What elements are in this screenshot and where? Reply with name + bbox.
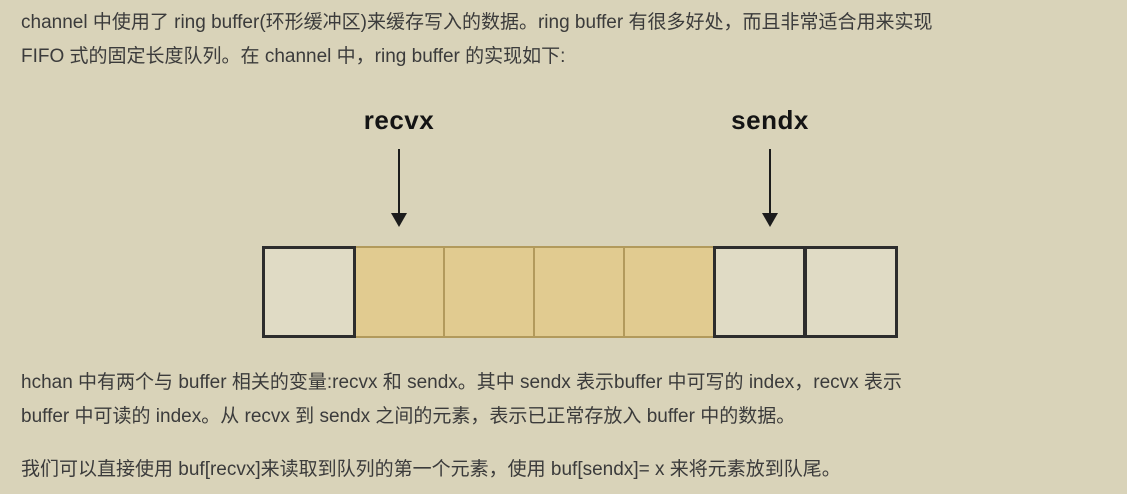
paragraph-intro: channel 中使用了 ring buffer(环形缓冲区)来缓存写入的数据。…	[21, 6, 932, 74]
buffer-cell-3	[533, 246, 625, 338]
text-line: buffer 中可读的 index。从 recvx 到 sendx 之间的元素，…	[21, 406, 796, 427]
paragraph-usage: 我们可以直接使用 buf[recvx]来读取到队列的第一个元素，使用 buf[s…	[21, 453, 841, 487]
buffer-cell-0	[262, 246, 356, 338]
arrow-down-icon	[762, 213, 778, 227]
text-line: hchan 中有两个与 buffer 相关的变量:recvx 和 sendx。其…	[21, 372, 902, 393]
ring-buffer-diagram: recvx sendx	[0, 95, 1127, 345]
arrow-down-icon	[391, 213, 407, 227]
text-line: 我们可以直接使用 buf[recvx]来读取到队列的第一个元素，使用 buf[s…	[21, 459, 841, 480]
recvx-arrow	[339, 149, 459, 227]
sendx-arrow	[710, 149, 830, 227]
arrow-line	[398, 149, 400, 213]
buffer-cell-2	[443, 246, 536, 338]
paragraph-variables: hchan 中有两个与 buffer 相关的变量:recvx 和 sendx。其…	[21, 366, 902, 434]
buffer-cells	[262, 246, 899, 338]
buffer-cell-6	[804, 246, 899, 338]
recvx-pointer: recvx	[339, 105, 459, 227]
buffer-cell-5	[712, 246, 807, 338]
text-line: channel 中使用了 ring buffer(环形缓冲区)来缓存写入的数据。…	[21, 12, 933, 33]
text-line: FIFO 式的固定长度队列。在 channel 中，ring buffer 的实…	[21, 46, 566, 67]
buffer-cell-4	[622, 246, 715, 338]
recvx-label: recvx	[363, 105, 435, 135]
arrow-line	[769, 149, 771, 213]
sendx-label: sendx	[731, 105, 809, 135]
sendx-pointer: sendx	[710, 105, 830, 227]
buffer-cell-1	[353, 246, 446, 338]
